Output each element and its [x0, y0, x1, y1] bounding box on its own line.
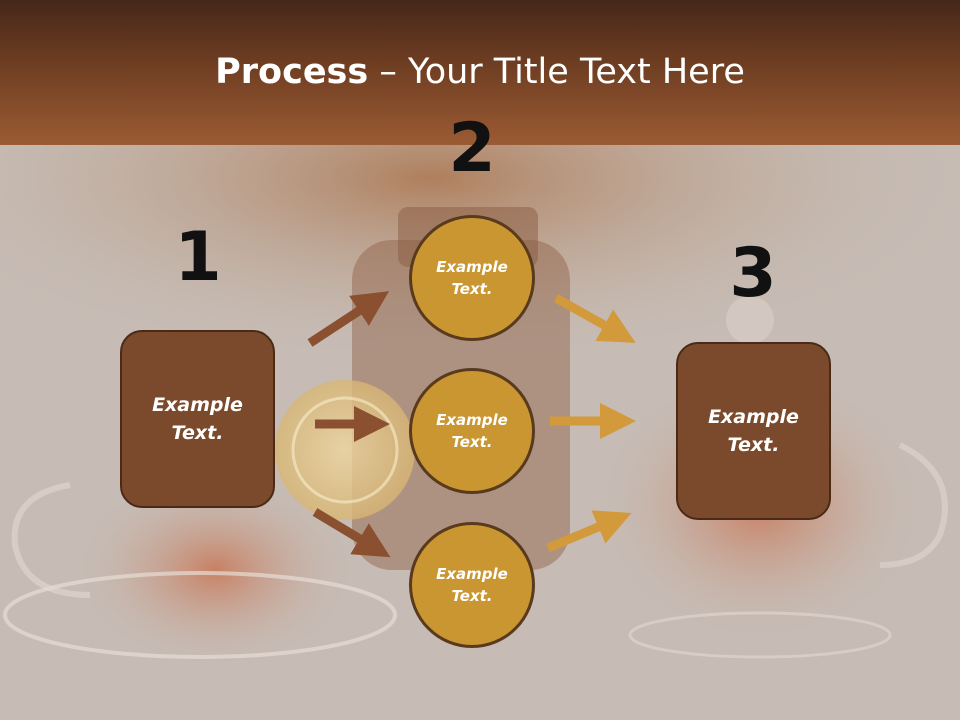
arrow-2-to-3-top — [553, 294, 636, 343]
step-number-2[interactable]: 2 — [448, 109, 496, 188]
step-2-circle-bottom[interactable]: Example Text. — [409, 522, 535, 648]
arrow-2-to-3-bottom — [546, 510, 632, 553]
step-1-box[interactable]: Example Text. — [120, 330, 275, 508]
step-number-3[interactable]: 3 — [729, 234, 777, 313]
title-bold: Process — [215, 52, 369, 92]
slide-title[interactable]: Process – Your Title Text Here — [0, 52, 960, 92]
title-bar — [0, 0, 960, 145]
step-3-box[interactable]: Example Text. — [676, 342, 831, 520]
arrow-1-to-2-top — [307, 291, 390, 347]
step-2-circle-bottom-text: Example Text. — [436, 564, 508, 606]
step-2-circle-middle-text: Example Text. — [436, 410, 508, 452]
step-2-circle-top[interactable]: Example Text. — [409, 215, 535, 341]
step-1-text: Example Text. — [152, 393, 243, 445]
step-2-circle-middle[interactable]: Example Text. — [409, 368, 535, 494]
step-2-circle-top-text: Example Text. — [436, 257, 508, 299]
title-rest: – Your Title Text Here — [368, 52, 745, 92]
step-number-1[interactable]: 1 — [174, 218, 222, 297]
arrow-1-to-2-bottom — [312, 508, 391, 558]
step-3-text: Example Text. — [708, 405, 799, 457]
